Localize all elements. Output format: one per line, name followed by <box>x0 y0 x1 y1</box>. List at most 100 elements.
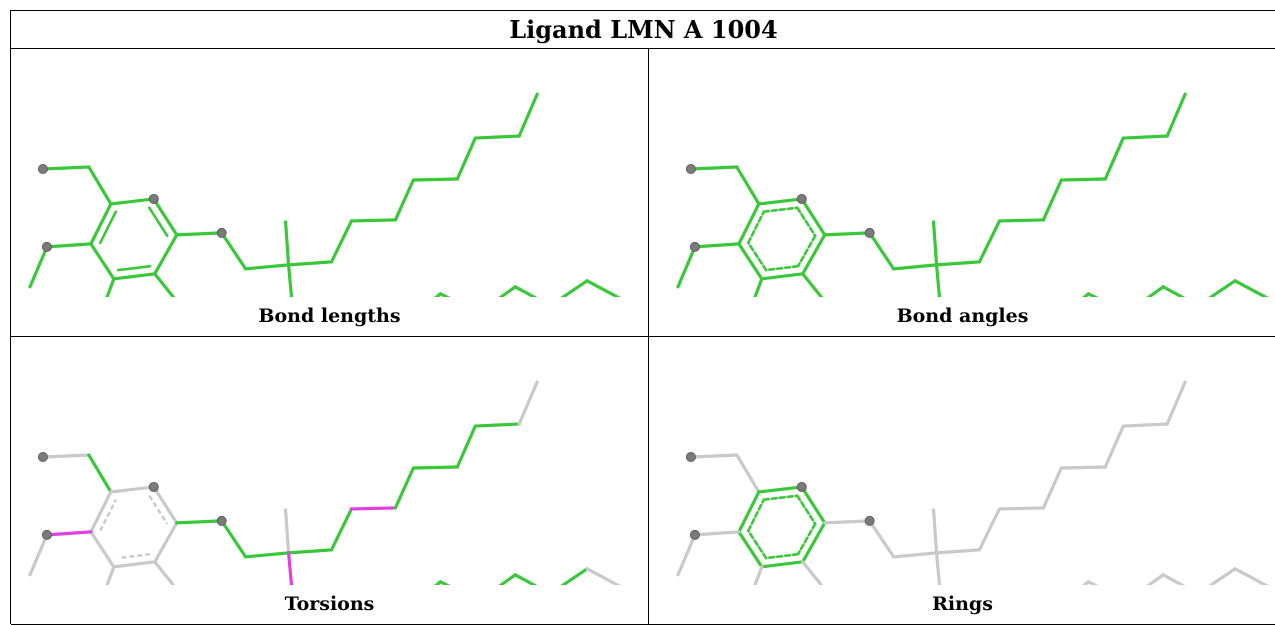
panel-bond-lengths: Bond lengths <box>11 49 649 337</box>
bond-o6-c6e <box>28 533 49 577</box>
molecule-view-bond-lengths <box>28 92 621 297</box>
bond-u2-u3 <box>349 218 397 223</box>
panel-bond-angles: Bond angles <box>649 49 1275 337</box>
bond-r3-r4 <box>153 233 179 276</box>
bond-u3-u4 <box>393 178 415 222</box>
bond-r4-r5 <box>112 272 157 281</box>
bond-u7-u8 <box>1165 380 1187 426</box>
bond-u3-u4 <box>393 466 415 510</box>
bond-d5-d6 <box>438 580 451 585</box>
bond-a2-r1 <box>87 165 113 206</box>
bond-d9-d10 <box>1233 279 1269 297</box>
bond-u7-u8 <box>517 92 539 138</box>
bond-q-d1 <box>934 263 942 297</box>
bond-u4-u5 <box>411 465 459 470</box>
bond-r4-r5 <box>760 272 805 281</box>
aromatic-bond-r6-r1 <box>746 210 766 245</box>
bond-r3-r4 <box>801 521 827 564</box>
bond-q-u1 <box>286 548 334 555</box>
bond-d9-d10 <box>585 567 621 585</box>
bond-r2-r3 <box>152 485 179 525</box>
bond-r5-h5 <box>105 277 116 297</box>
bond-a2-r1 <box>735 165 761 206</box>
atom-sphere-o3 <box>216 515 227 526</box>
bond-d7-d8 <box>513 573 538 585</box>
bond-r3-o3 <box>175 231 224 237</box>
bond-d5-d6 <box>438 292 451 297</box>
caption-rings: Rings <box>932 593 993 615</box>
atom-sphere-a1 <box>37 452 48 462</box>
bond-u3-u4 <box>1041 466 1063 510</box>
bond-d8-d9 <box>560 279 589 297</box>
bond-d9-d10 <box>1233 567 1269 585</box>
aromatic-bond-r1-r2 <box>762 494 799 501</box>
atom-sphere-a1 <box>37 164 48 174</box>
bond-a2-r1 <box>735 453 761 494</box>
ligand-validation-table: Ligand LMN A 1004 Bond lengths Bond angl… <box>10 10 1275 625</box>
bond-r3-r4 <box>153 521 179 564</box>
bond-u5-u6 <box>455 136 477 181</box>
bond-r6-r1 <box>737 202 761 246</box>
bond-d5-d6 <box>1086 292 1099 297</box>
aromatic-bond-r1-r2 <box>762 206 799 213</box>
bond-r5-r6 <box>89 242 116 281</box>
bond-d8-d9 <box>1208 279 1237 297</box>
bond-r4-r5 <box>112 560 157 569</box>
atom-sphere-o3 <box>216 227 227 238</box>
bond-d7-d8 <box>1161 573 1186 585</box>
bond-r1-r2 <box>109 197 156 206</box>
panel-rings: Rings <box>649 337 1275 625</box>
bond-d6-d7 <box>498 573 517 585</box>
caption-bond-lengths: Bond lengths <box>258 305 401 327</box>
bond-u4-u5 <box>1059 177 1107 182</box>
bond-r6-r1 <box>89 490 113 534</box>
bond-o6-c6e <box>676 245 697 289</box>
bond-d9-d10 <box>585 279 621 297</box>
panel-torsions: Torsions <box>11 337 649 625</box>
bond-s1-q <box>892 263 939 271</box>
aromatic-bond-r6-r1 <box>99 499 117 532</box>
aromatic-bond-r5-r6 <box>746 529 768 560</box>
aromatic-bond-r2-r3 <box>795 206 817 238</box>
bond-d7-d8 <box>1161 285 1186 297</box>
molecule-view-bond-angles <box>676 92 1269 297</box>
aromatic-bond-r4-r5 <box>118 553 151 560</box>
aromatic-bond-r2-r3 <box>148 206 169 238</box>
aromatic-bond-r4-r5 <box>764 264 800 272</box>
atom-sphere-o6 <box>41 529 52 540</box>
bond-r4-h4 <box>801 560 824 585</box>
bond-u3-u4 <box>1041 178 1063 222</box>
bond-d6-d7 <box>1146 573 1165 585</box>
bond-r3-r4 <box>801 233 827 276</box>
bond-r5-r6 <box>737 530 764 569</box>
bond-u2-u3 <box>997 218 1045 223</box>
aromatic-bond-r6-r1 <box>98 210 118 245</box>
aromatic-bond-r3-r4 <box>796 522 817 556</box>
bond-u5-u6 <box>455 424 477 469</box>
molecule-view-rings <box>676 380 1269 585</box>
bond-q-m <box>283 508 291 555</box>
atom-sphere-r2 <box>148 481 159 492</box>
atom-sphere-o6 <box>689 529 700 540</box>
bond-q-u1 <box>934 260 982 267</box>
bond-r5-h5 <box>753 565 764 585</box>
atom-sphere-a1 <box>685 164 696 174</box>
bond-r1-r2 <box>109 485 156 494</box>
bond-a1-a2 <box>689 453 739 459</box>
bond-d6-d7 <box>498 285 517 297</box>
bond-u1-u2 <box>977 219 1002 264</box>
bond-r1-r2 <box>757 485 804 494</box>
bond-a1-a2 <box>689 165 739 171</box>
bond-u7-u8 <box>1165 92 1187 138</box>
bond-r4-h4 <box>801 272 824 297</box>
bond-o6-c6e <box>676 533 697 577</box>
aromatic-bond-r2-r3 <box>795 494 817 526</box>
atom-sphere-o6 <box>689 241 700 252</box>
bond-r6-o6 <box>45 242 93 249</box>
bond-u5-u6 <box>1103 424 1125 469</box>
bond-r2-r3 <box>152 197 179 237</box>
bond-u6-u7 <box>473 422 521 428</box>
bond-u1-u2 <box>329 507 354 552</box>
bond-r5-r6 <box>89 530 116 569</box>
bond-q-d1 <box>286 263 294 297</box>
